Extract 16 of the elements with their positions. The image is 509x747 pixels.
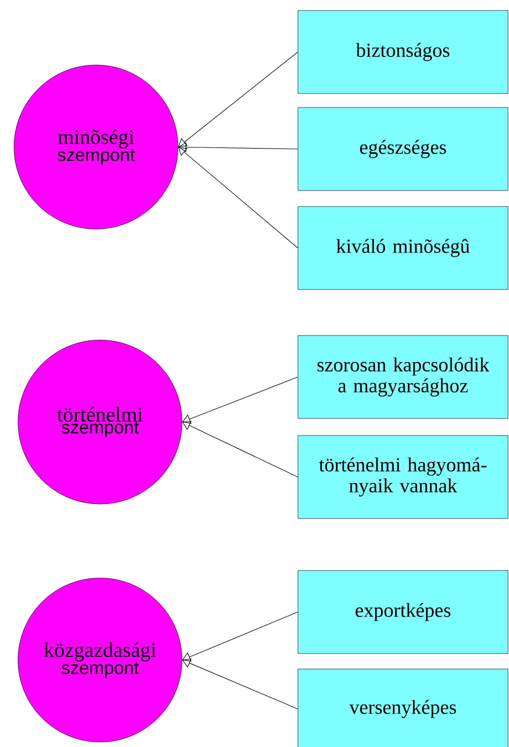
text-box: egészséges — [298, 107, 508, 191]
arrow — [178, 52, 298, 147]
arrow — [182, 612, 298, 662]
text-box: szorosan kapcsolódik a magyarsághoz — [298, 335, 508, 419]
arrow — [178, 147, 298, 248]
arrow — [182, 376, 298, 424]
circle-node: minõségi szempont — [14, 64, 178, 230]
text-box: versenyképes — [298, 668, 508, 747]
circle-node: közgazdasági szempont — [18, 578, 182, 742]
text-box: kiváló minõségû — [298, 206, 508, 290]
text-box: történelmi hagyomá- nyaik vannak — [298, 435, 508, 519]
text-box: biztonságos — [298, 10, 508, 94]
text-box: exportképes — [298, 570, 508, 654]
arrow — [182, 420, 298, 478]
circle-node: történelmi szempont — [18, 340, 182, 504]
arrow — [178, 142, 298, 152]
